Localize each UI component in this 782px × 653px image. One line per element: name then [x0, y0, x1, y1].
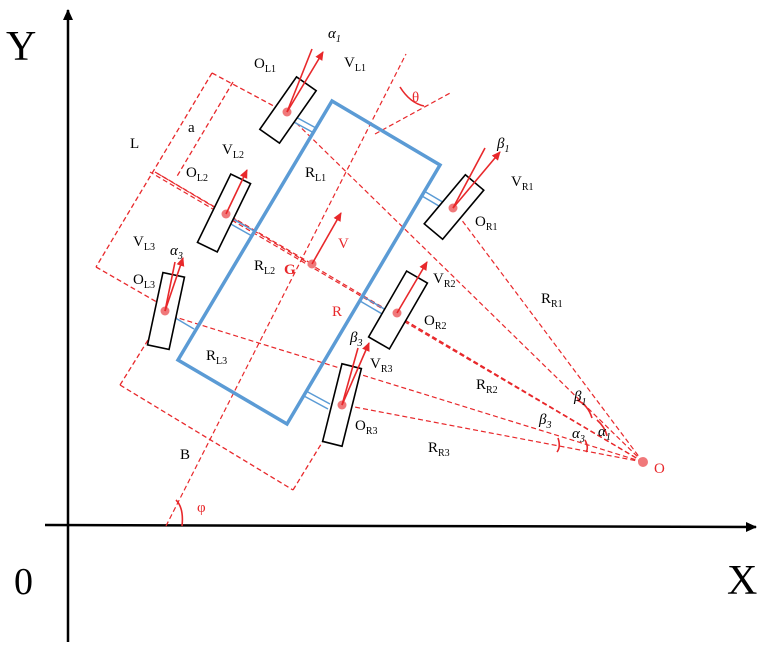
beta3-label: β3 — [349, 330, 362, 349]
axle-L2b — [228, 222, 253, 237]
L-label: L — [130, 136, 139, 152]
vec-VL3 — [164, 257, 185, 312]
axle-L2 — [230, 217, 255, 232]
point-O — [638, 457, 648, 467]
a-label: a — [188, 120, 195, 136]
phi-arc — [175, 499, 184, 527]
VR2-label: VR2 — [433, 271, 456, 290]
alpha3-label: α3 — [170, 243, 183, 262]
axle-R3b — [303, 395, 329, 410]
arc-alpha3 — [584, 439, 589, 453]
theta-reference-line — [374, 91, 453, 135]
RR2-label: RR2 — [476, 377, 498, 396]
x-axis-label: X — [727, 558, 757, 604]
theta-arc — [399, 86, 425, 107]
dim-L-ext2 — [95, 266, 163, 306]
arc-beta1 — [576, 399, 593, 419]
vec-VL1 — [286, 51, 324, 113]
O-label: O — [654, 461, 665, 477]
VL2-label: VL2 — [222, 142, 244, 161]
alpha1-at-O-label: α1 — [598, 424, 611, 443]
B-label: B — [180, 447, 190, 463]
axle-R2 — [361, 295, 387, 311]
ray-O-OR3 — [343, 404, 644, 463]
R-label: R — [332, 304, 342, 320]
vec-VL1-ref — [286, 48, 313, 113]
y-axis-label: Y — [6, 24, 36, 70]
RL1-label: RL1 — [305, 165, 326, 184]
angle-labels-at-O: β1 α1 β3 α3 — [538, 389, 611, 445]
RL3-label: RL3 — [206, 348, 227, 367]
OR2-label: OR2 — [424, 313, 447, 332]
beta1-label: β1 — [496, 136, 509, 155]
x-axis — [44, 521, 757, 532]
vec-VL3-ref — [164, 261, 176, 312]
dim-B — [119, 384, 294, 491]
vec-VR2 — [396, 261, 428, 314]
vec-VR1-ref — [452, 147, 486, 209]
origin-label: 0 — [14, 561, 33, 603]
vec-VR1 — [452, 151, 501, 209]
vec-V — [311, 212, 342, 265]
OL2-label: OL2 — [186, 165, 208, 184]
coordinate-axes: Y X 0 — [6, 9, 757, 642]
wheel-points — [160, 107, 458, 410]
beta3-at-O-label: β3 — [538, 412, 551, 431]
axle-R3 — [305, 390, 331, 405]
V-label: V — [338, 236, 349, 252]
chassis-rectangle — [175, 98, 443, 427]
RR1-label: RR1 — [541, 291, 563, 310]
alpha1-label: α1 — [328, 26, 341, 45]
alpha3-at-O-label: α3 — [572, 426, 585, 445]
VL3-label: VL3 — [133, 234, 155, 253]
OL1-label: OL1 — [254, 56, 276, 75]
dim-a — [175, 81, 234, 179]
RR3-label: RR3 — [428, 440, 450, 459]
VR1-label: VR1 — [511, 174, 534, 193]
vec-VR3-ref — [341, 347, 359, 406]
VL1-label: VL1 — [344, 55, 366, 74]
OR1-label: OR1 — [475, 214, 498, 233]
ray-O-OL3 — [161, 312, 644, 463]
RL2-label: RL2 — [254, 258, 275, 277]
vehicle-centerline — [165, 53, 407, 527]
OR3-label: OR3 — [355, 418, 378, 437]
G-label: G — [284, 262, 296, 278]
ray-O-OR1 — [451, 206, 644, 463]
vec-VR3 — [341, 342, 370, 406]
vec-VL2 — [225, 169, 248, 215]
OL3-label: OL3 — [133, 272, 155, 291]
arc-beta3 — [556, 437, 561, 453]
arc-alpha1 — [596, 419, 608, 437]
velocity-vectors — [164, 48, 501, 406]
heading-lines: θ φ — [165, 53, 453, 527]
phi-label: φ — [197, 500, 206, 516]
dim-L-ext1 — [211, 72, 286, 113]
axle-R2b — [359, 300, 385, 316]
VR3-label: VR3 — [370, 356, 393, 375]
axle-L1b — [291, 120, 315, 134]
beta1-at-O-label: β1 — [573, 389, 586, 408]
wheel-annotations: OL1 VL1 α1 RL1 OL2 VL2 RL2 OL3 VL3 α3 RL… — [133, 26, 563, 459]
theta-label: θ — [412, 90, 419, 106]
dim-L — [95, 72, 213, 268]
